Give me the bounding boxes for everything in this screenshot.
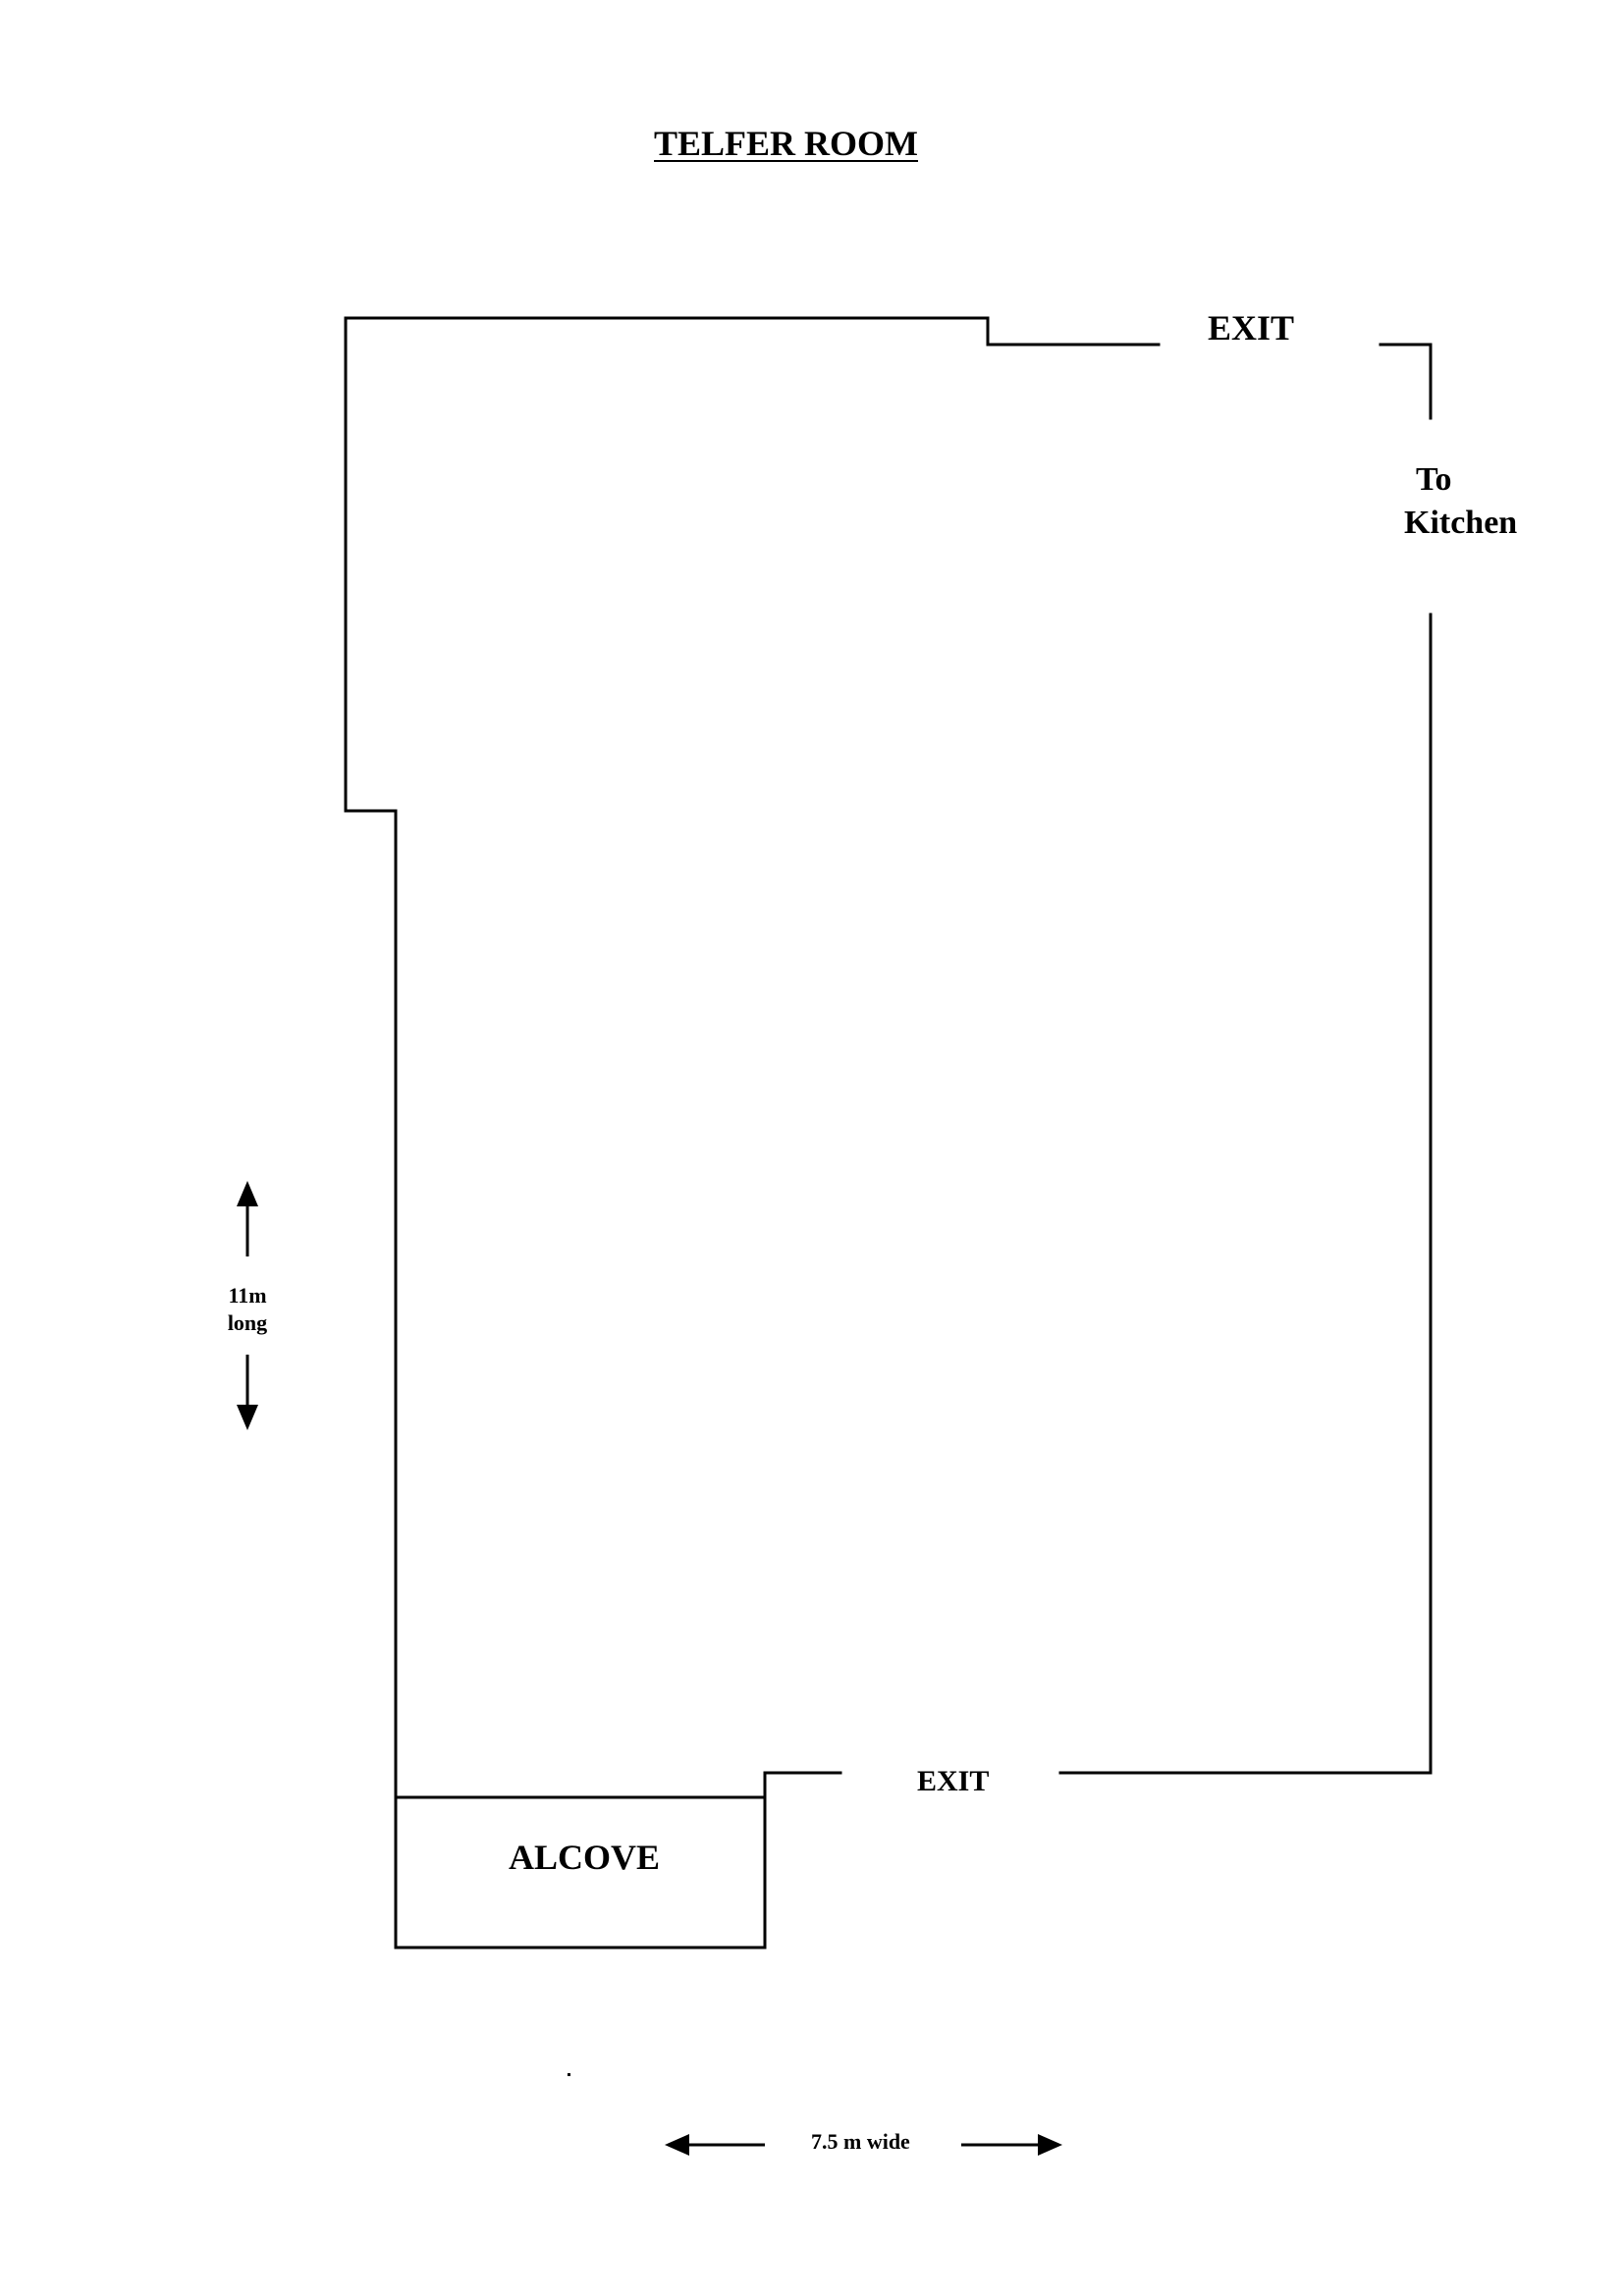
alcove-outline: [394, 1795, 767, 1949]
length-dimension-label: 11m long: [200, 1282, 295, 1337]
to-kitchen-line-1: To: [1416, 461, 1452, 498]
width-arrow-left-head: [665, 2134, 689, 2156]
page-title: TELFER ROOM: [654, 124, 919, 163]
to-kitchen-line-2: Kitchen: [1404, 505, 1518, 541]
length-arrow-down-head: [237, 1405, 258, 1430]
length-arrow-up-head: [237, 1181, 258, 1206]
alcove-label: ALCOVE: [509, 1838, 661, 1877]
length-value: 11m: [228, 1283, 267, 1308]
wall-south-west: [763, 1771, 842, 1949]
wall-north-west: [344, 316, 1161, 1949]
exit-label-top: EXIT: [1208, 308, 1295, 347]
wall-east-south: [1058, 613, 1433, 1775]
exit-label-bottom: EXIT: [917, 1765, 990, 1797]
length-word: long: [227, 1310, 268, 1335]
stray-dot: [568, 2073, 570, 2076]
width-dimension-label: 7.5 m wide: [811, 2129, 910, 2154]
wall-north-east: [1379, 343, 1433, 420]
width-arrow-right-head: [1038, 2134, 1062, 2156]
to-kitchen-label: To Kitchen: [1404, 458, 1517, 545]
